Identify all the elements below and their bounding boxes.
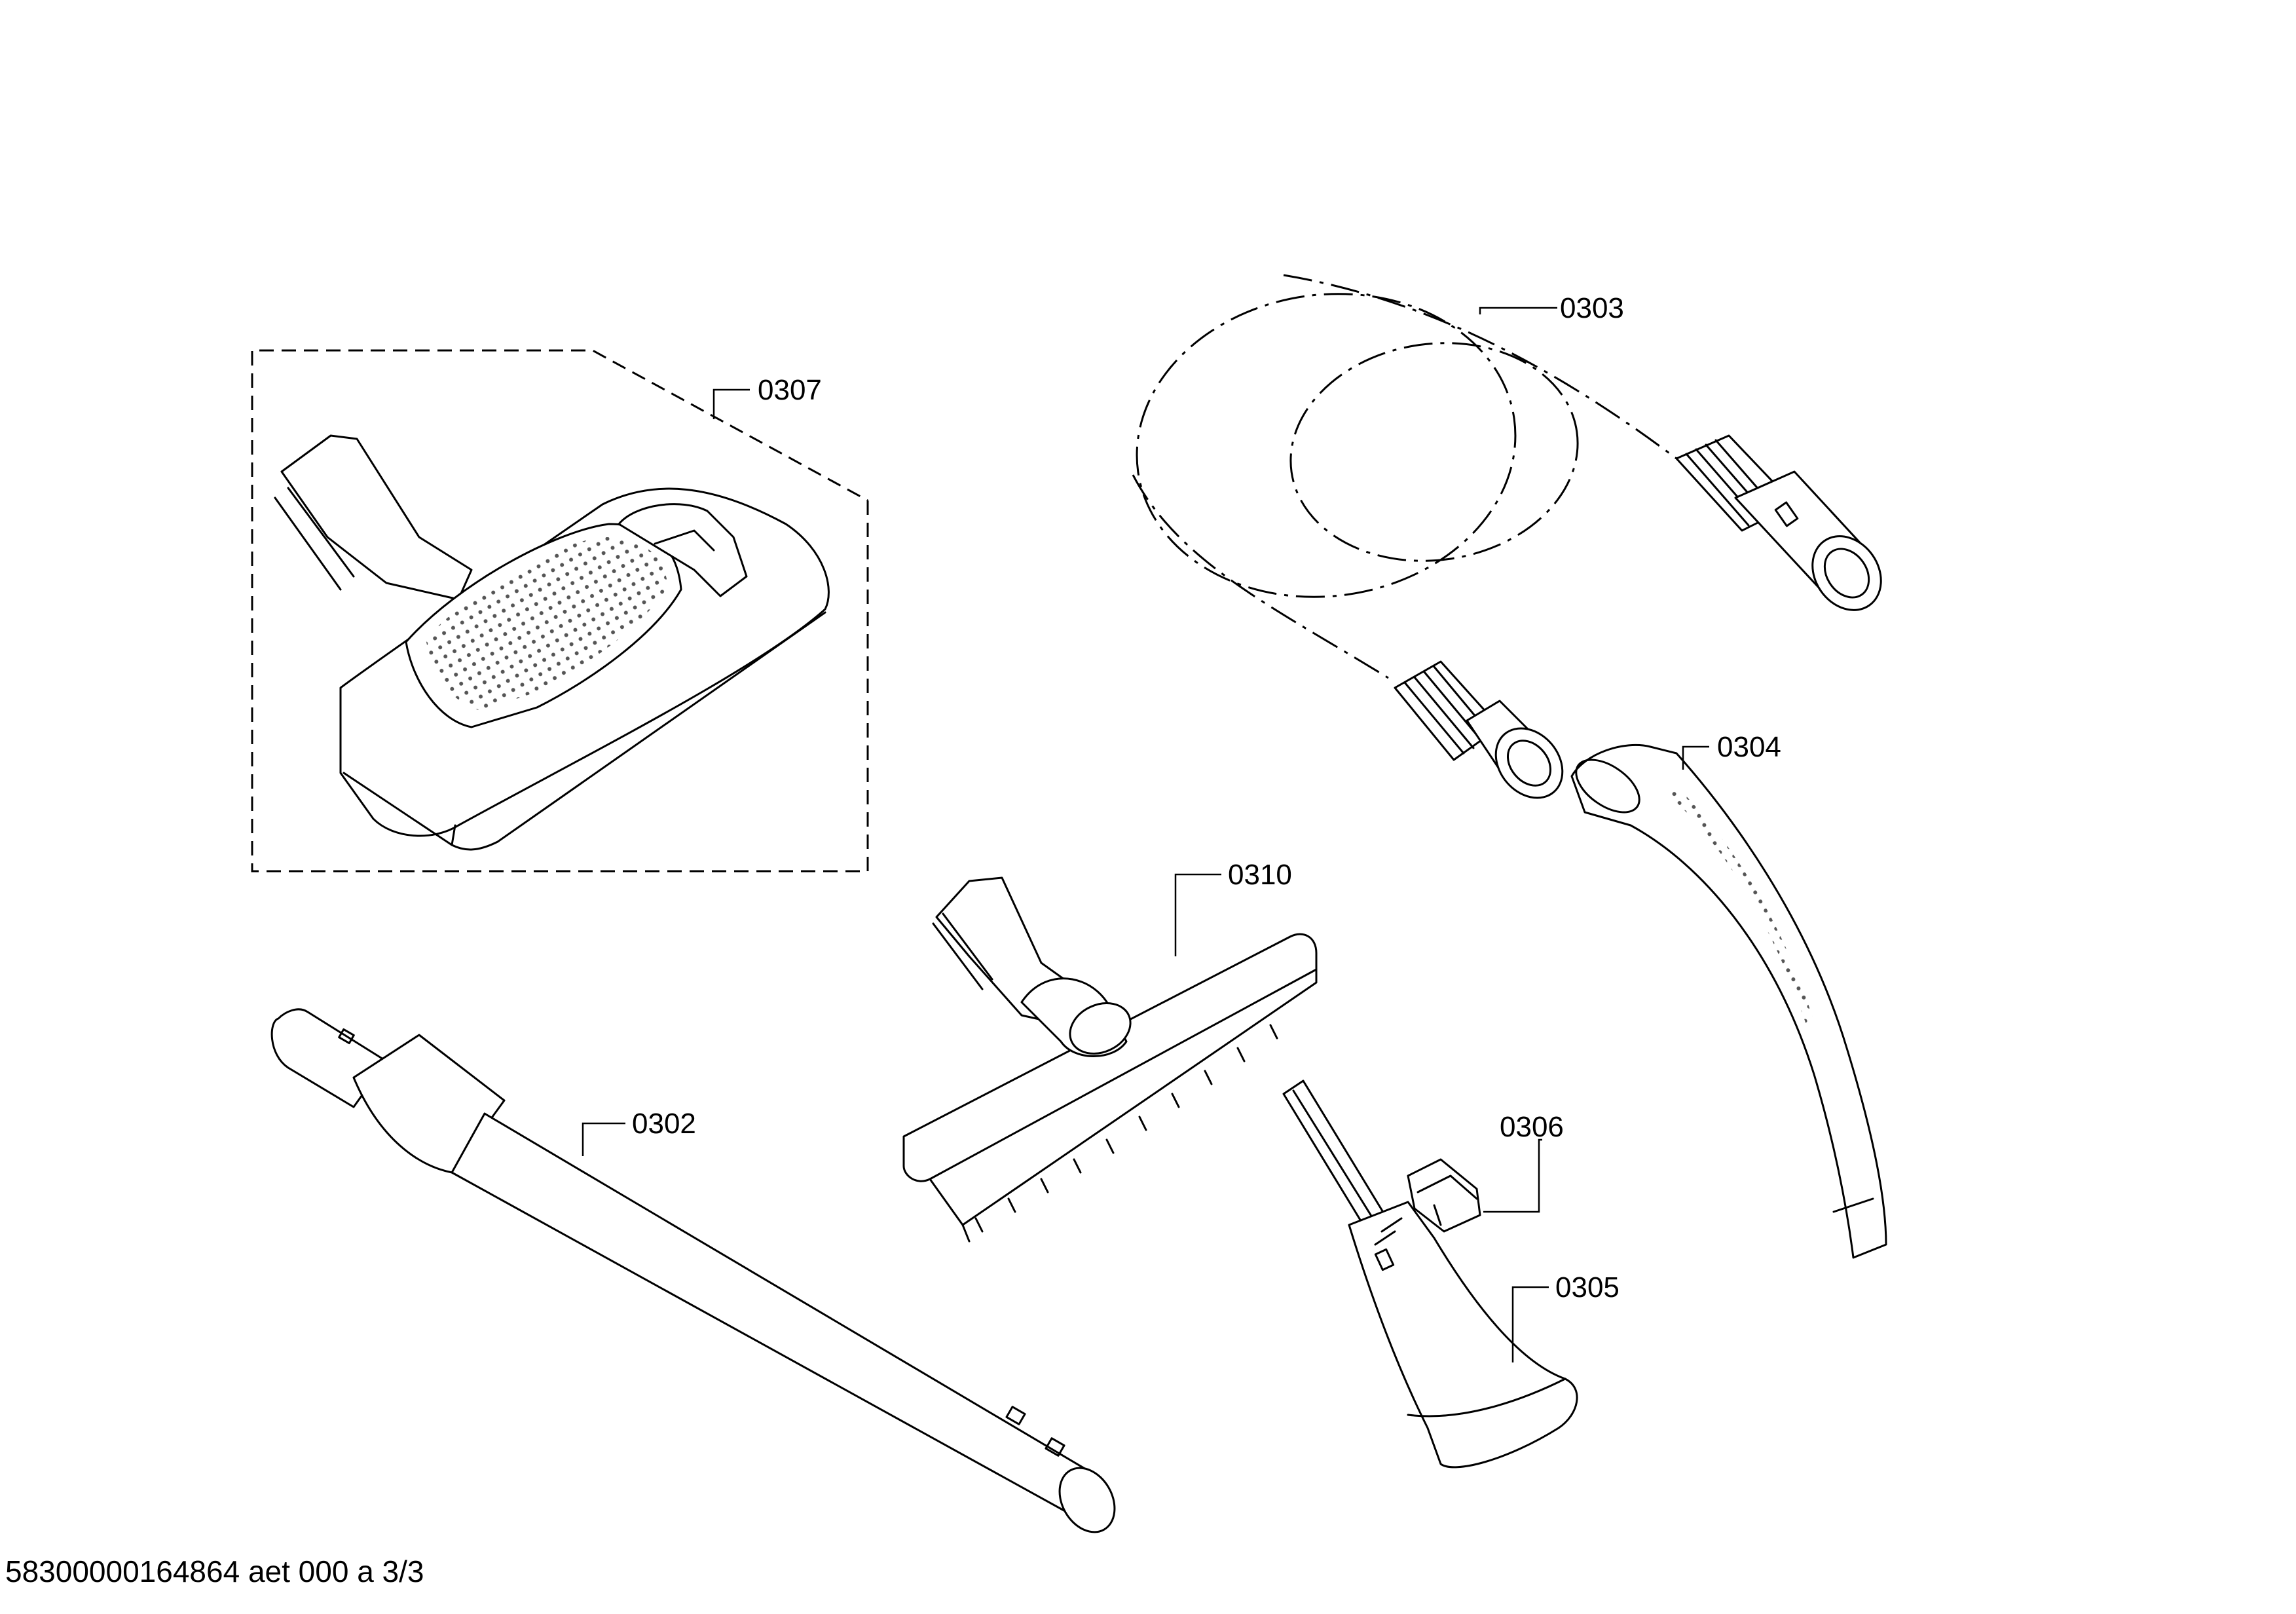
document-footer-code: 58300000164864 aet 000 a 3/3 [5,1554,424,1588]
floor-nozzle-0307 [251,349,869,873]
upholstery-tool-0305 [1282,1079,1578,1469]
part-label-0310: 0310 [1228,859,1292,891]
leader-lines [582,307,1709,1362]
hose-handle-0304 [1570,743,1887,1259]
part-label-0303: 0303 [1560,292,1624,324]
parquet-brush-0310 [902,876,1318,1243]
clip-0306 [1407,1158,1481,1233]
telescopic-tube-0302 [270,1008,1116,1533]
hose-lower-fitting [1394,660,1564,799]
part-label-0306: 0306 [1500,1111,1564,1143]
part-labels: 0307 0303 0304 0310 0302 0306 0305 [632,292,1781,1304]
hose-upper-fitting [1675,434,1882,611]
part-label-0304: 0304 [1717,731,1781,763]
part-label-0307: 0307 [758,374,822,406]
part-label-0302: 0302 [632,1108,696,1140]
part-label-0305: 0305 [1555,1271,1620,1304]
hose-0303 [1132,274,1882,799]
